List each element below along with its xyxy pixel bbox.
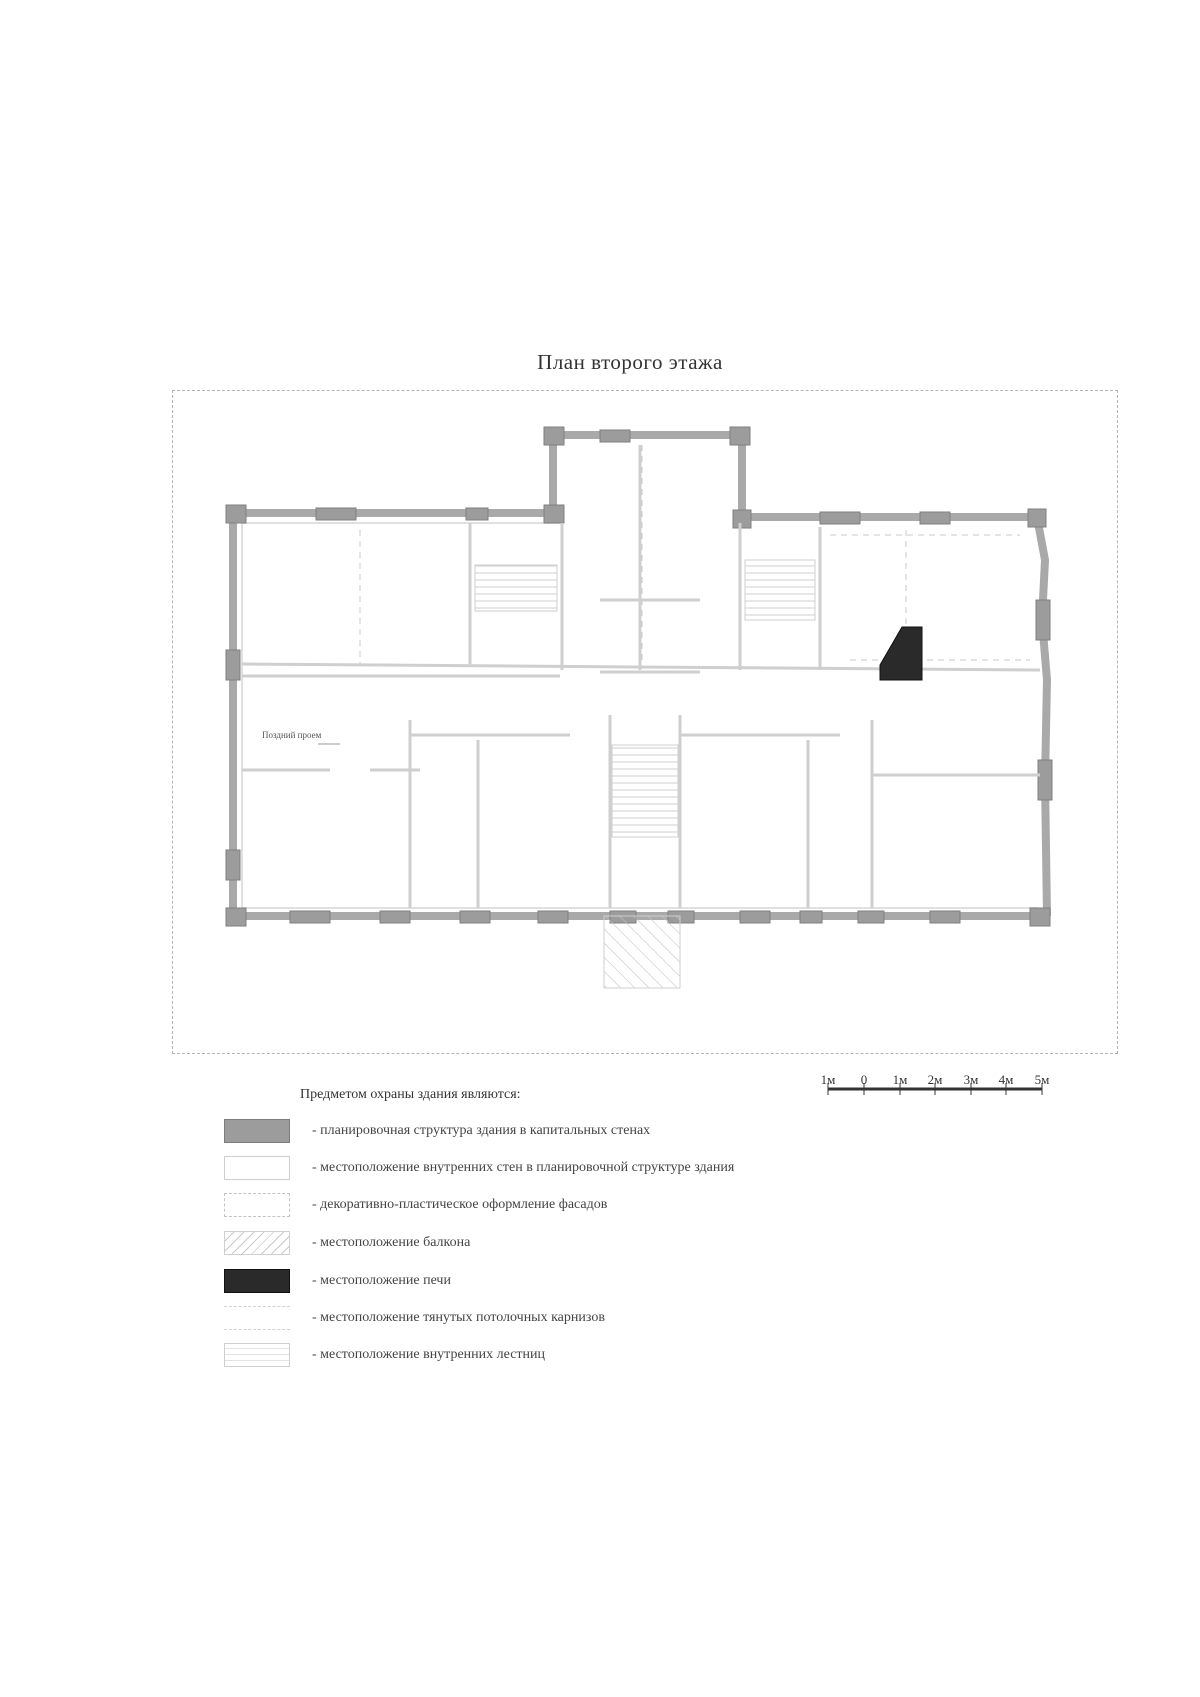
pier [799, 910, 823, 924]
scale-label: 4м [998, 1072, 1014, 1087]
pier [919, 511, 951, 525]
legend-item-stairs: - местоположение внутренних лестниц [224, 1342, 545, 1368]
legend-swatch-decor [224, 1193, 290, 1217]
pier [729, 426, 751, 446]
legend-item-cornice: - местоположение тянутых потолочных карн… [224, 1305, 605, 1331]
pier [379, 910, 411, 924]
scale-bar [827, 1083, 1043, 1095]
legend-label: - местоположение внутренних стен в плани… [312, 1160, 735, 1175]
page-title: План второго этажа [537, 350, 723, 374]
legend-label: - местоположение внутренних лестниц [312, 1347, 546, 1362]
wall-piers [225, 426, 1053, 927]
legend-label: - декоративно-пластическое оформление фа… [312, 1197, 608, 1212]
legend-swatch-inner [224, 1156, 290, 1180]
legend-item-balcony: - местоположение балкона [224, 1230, 470, 1256]
pier [543, 426, 565, 446]
pier [857, 910, 885, 924]
plan-frame [172, 390, 1118, 1054]
pier [1029, 907, 1051, 927]
inner-walls [241, 445, 1041, 908]
legend-item-stove: - местоположение печи [224, 1268, 451, 1294]
outer-wall-east [1033, 516, 1052, 917]
pier [225, 907, 247, 927]
stove [879, 626, 923, 681]
legend-label: - местоположение балкона [312, 1235, 471, 1250]
pier [465, 507, 489, 521]
pier [1027, 508, 1047, 528]
legend-item-inner: - местоположение внутренних стен в плани… [224, 1155, 734, 1181]
legend-swatch-stairs [224, 1343, 290, 1367]
pier [289, 910, 331, 924]
cornices [359, 445, 1030, 664]
legend-swatch-capital [224, 1119, 290, 1143]
legend-swatch-cornice [224, 1306, 290, 1330]
legend-label: - местоположение печи [312, 1273, 451, 1288]
scale-label: 1м [892, 1072, 908, 1087]
pier [739, 910, 771, 924]
pier [599, 429, 631, 443]
legend-label: - местоположение тянутых потолочных карн… [312, 1310, 605, 1325]
pier [543, 504, 565, 524]
staircase [611, 744, 679, 838]
pier [225, 849, 241, 881]
pier [315, 507, 357, 521]
legend-swatch-balcony [224, 1231, 290, 1255]
pier [732, 509, 752, 529]
legend-label: - планировочная структура здания в капит… [312, 1123, 651, 1138]
pier [459, 910, 491, 924]
staircase [744, 559, 816, 621]
scale-label: 5м [1034, 1072, 1050, 1087]
staircase [474, 564, 558, 612]
pier [225, 504, 247, 524]
legend-intro: Предметом охраны здания являются: [300, 1087, 521, 1102]
scale-label: 1м [820, 1072, 836, 1087]
scale-label: 2м [927, 1072, 943, 1087]
scale-label: 3м [963, 1072, 979, 1087]
pier [537, 910, 569, 924]
pier [819, 511, 861, 525]
legend-item-decor: - декоративно-пластическое оформление фа… [224, 1192, 607, 1218]
pier [225, 649, 241, 681]
pier [929, 910, 961, 924]
pier [1035, 599, 1051, 641]
outer-wall-north-left [233, 431, 1037, 521]
legend-swatch-stove [224, 1269, 290, 1293]
legend-item-capital: - планировочная структура здания в капит… [224, 1118, 650, 1144]
pier [1037, 759, 1053, 801]
scale-label: 0 [860, 1072, 868, 1087]
wall-inner-faces [241, 522, 1038, 909]
balcony [603, 915, 681, 989]
scale-bar-labels: 1м 0 1м 2м 3м 4м 5м [0, 1072, 1200, 1092]
late-opening-label: Поздний проем [262, 730, 322, 740]
